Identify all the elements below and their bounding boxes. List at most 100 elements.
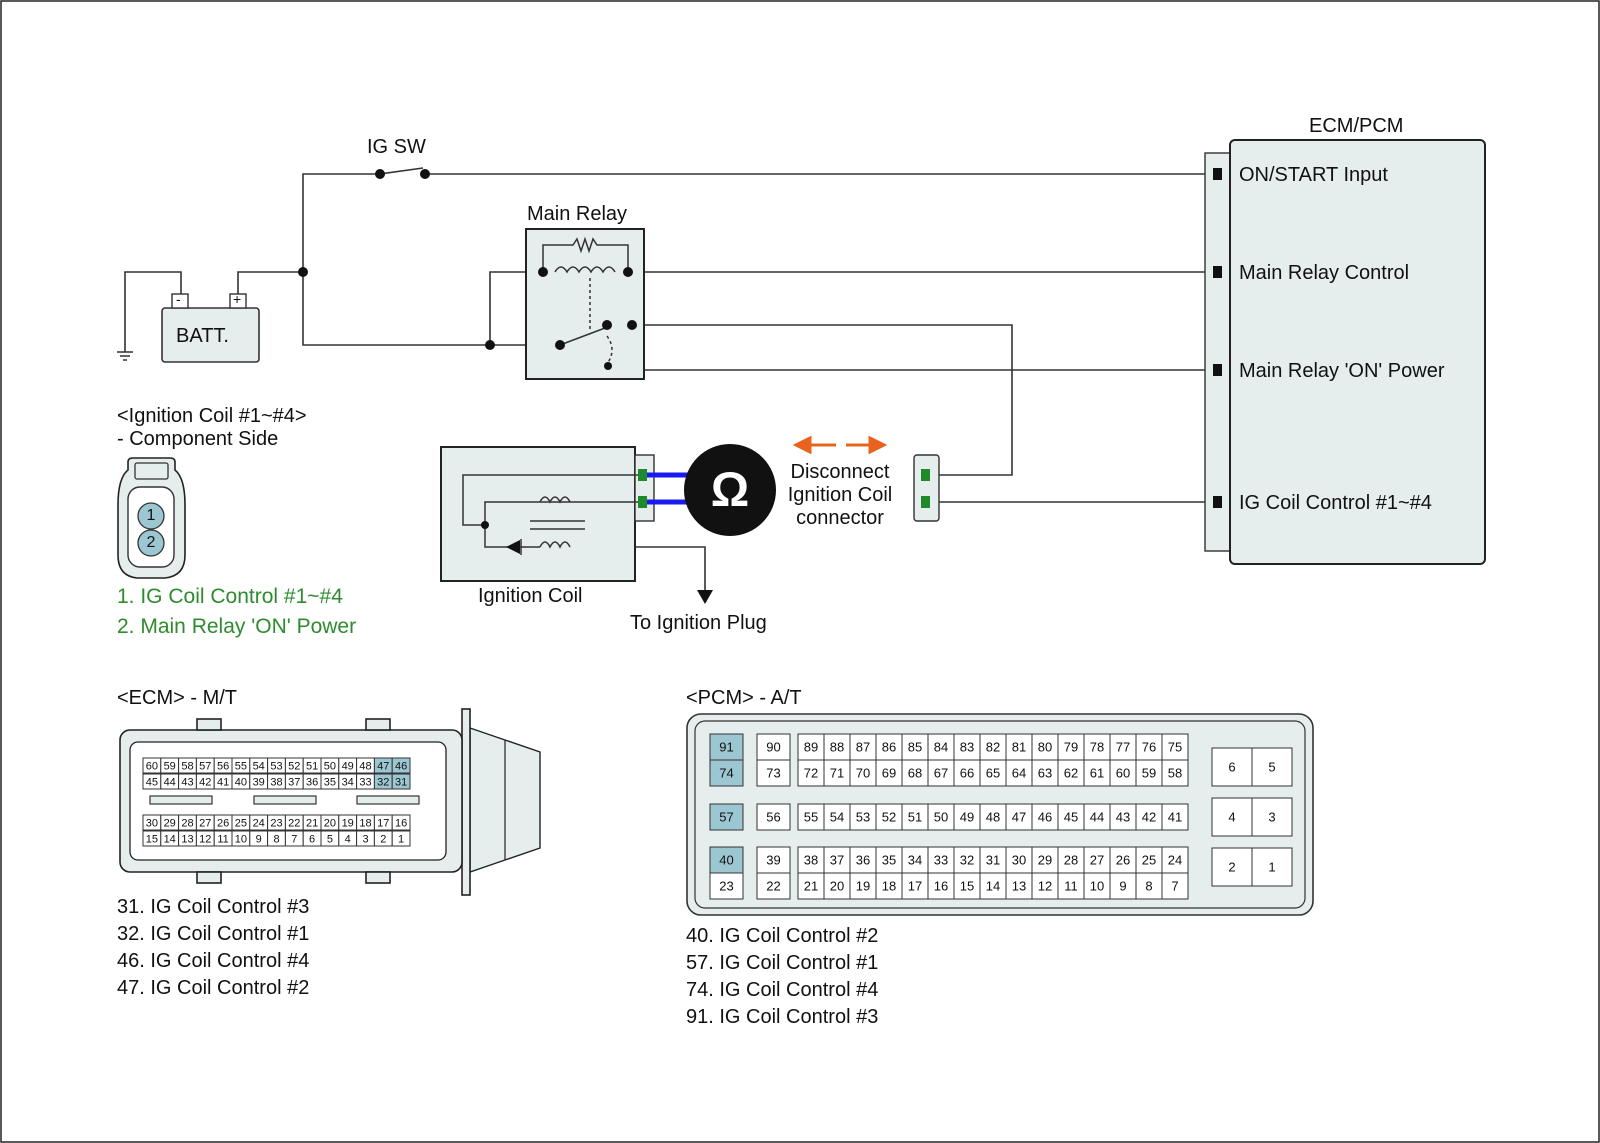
pin-number: 79 bbox=[1064, 740, 1078, 755]
ecm-terminal-main-relay-on-power: Main Relay 'ON' Power bbox=[1239, 360, 1445, 382]
pin-number: 3 bbox=[362, 833, 368, 845]
pcm-connector-inner bbox=[694, 720, 1306, 909]
relay-output-wire bbox=[632, 324, 1013, 476]
pin-number: 14 bbox=[164, 833, 176, 845]
pin-cell bbox=[1005, 733, 1033, 761]
pin-number: 62 bbox=[1064, 766, 1078, 781]
pin-number: 65 bbox=[986, 766, 1000, 781]
pin-cell bbox=[953, 872, 981, 900]
ecm-pin bbox=[1213, 496, 1222, 508]
pin-number: 48 bbox=[359, 760, 371, 772]
pin-number: 64 bbox=[1012, 766, 1026, 781]
pin-number: 40 bbox=[719, 853, 733, 868]
pin-number: 49 bbox=[960, 810, 974, 825]
pin-number: 46 bbox=[1038, 810, 1052, 825]
pin-number: 26 bbox=[217, 817, 229, 829]
pin-number: 84 bbox=[934, 740, 948, 755]
pin-cell bbox=[709, 759, 744, 787]
ecm-connector-title: <ECM> - M/T bbox=[117, 687, 238, 709]
ecm-connector-strip bbox=[1204, 152, 1231, 552]
battery-label: BATT. bbox=[176, 325, 229, 347]
pin-cell bbox=[797, 759, 825, 787]
pin-number: 11 bbox=[1064, 879, 1078, 894]
pin-number: 28 bbox=[181, 817, 193, 829]
pin-number: 38 bbox=[270, 776, 282, 788]
pin-number: 38 bbox=[804, 853, 818, 868]
pin-number: 63 bbox=[1038, 766, 1052, 781]
pin-number: 16 bbox=[934, 879, 948, 894]
pin-number: 5 bbox=[1268, 760, 1275, 775]
pin-number: 1 bbox=[1268, 860, 1275, 875]
pin-number: 66 bbox=[960, 766, 974, 781]
pin-number: 23 bbox=[270, 817, 282, 829]
ecm-pcm-box bbox=[1229, 139, 1486, 565]
pin-cell bbox=[756, 846, 791, 874]
pin-number: 19 bbox=[856, 879, 870, 894]
pin-number: 51 bbox=[908, 810, 922, 825]
pin-cell bbox=[1005, 759, 1033, 787]
pin-cell bbox=[709, 733, 744, 761]
pin-number: 29 bbox=[164, 817, 176, 829]
pin-number: 78 bbox=[1090, 740, 1104, 755]
ignition-coil-box bbox=[440, 446, 636, 582]
pin-number: 2 bbox=[1228, 860, 1235, 875]
pin-number: 6 bbox=[309, 833, 315, 845]
pin-number: 21 bbox=[804, 879, 818, 894]
ecm-terminal-on-start-input: ON/START Input bbox=[1239, 164, 1388, 186]
ecm-legend-1: 31. IG Coil Control #3 bbox=[117, 896, 310, 918]
pin-number: 58 bbox=[181, 760, 193, 772]
pin-number: 22 bbox=[766, 879, 780, 894]
pin-number: 8 bbox=[273, 833, 279, 845]
pin-cell bbox=[709, 803, 744, 831]
ig-sw-label: IG SW bbox=[367, 136, 426, 158]
pin-number: 29 bbox=[1038, 853, 1052, 868]
pin-cell bbox=[979, 759, 1007, 787]
ecm-pin bbox=[1213, 168, 1222, 180]
pin-number: 67 bbox=[934, 766, 948, 781]
pin-cell bbox=[1031, 759, 1059, 787]
pin-cell bbox=[953, 759, 981, 787]
pin-cell bbox=[979, 846, 1007, 874]
pin-cell bbox=[823, 803, 851, 831]
pin-number: 27 bbox=[199, 817, 211, 829]
pin-number: 42 bbox=[199, 776, 211, 788]
ig-sw-contact-b bbox=[420, 169, 430, 179]
pin-cell bbox=[1083, 846, 1111, 874]
pin-cell bbox=[927, 759, 955, 787]
pin-cell bbox=[709, 846, 744, 874]
pin-number: 59 bbox=[164, 760, 176, 772]
ecm-legend-4: 47. IG Coil Control #2 bbox=[117, 977, 310, 999]
main-relay-internals bbox=[542, 236, 629, 365]
disconnect-note-line1: Disconnect bbox=[790, 461, 890, 483]
ig-sw-left-wire bbox=[302, 173, 380, 272]
pin-number: 37 bbox=[830, 853, 844, 868]
pin-number: 27 bbox=[1090, 853, 1104, 868]
pcm-connector-title: <PCM> - A/T bbox=[686, 687, 802, 709]
pin-cell bbox=[1161, 733, 1189, 761]
relay-terminal bbox=[538, 267, 548, 277]
pin-number: 8 bbox=[1145, 879, 1152, 894]
pin-number: 87 bbox=[856, 740, 870, 755]
pin-cell bbox=[849, 872, 877, 900]
coil-legend-1: 1. IG Coil Control #1~#4 bbox=[117, 585, 343, 608]
relay-terminal bbox=[602, 320, 612, 330]
coil-pin-2 bbox=[137, 529, 165, 557]
pin-cell bbox=[1211, 797, 1253, 837]
pin-number: 18 bbox=[882, 879, 896, 894]
pin-cell bbox=[1083, 872, 1111, 900]
pin-number: 77 bbox=[1116, 740, 1130, 755]
pin-number: 13 bbox=[181, 833, 193, 845]
pin-number: 59 bbox=[1142, 766, 1156, 781]
pin-cell bbox=[875, 803, 903, 831]
pin-cell bbox=[1251, 747, 1293, 787]
pin-number: 47 bbox=[1012, 810, 1026, 825]
pin-number: 12 bbox=[199, 833, 211, 845]
pin-number: 9 bbox=[256, 833, 262, 845]
diode-symbol bbox=[506, 540, 520, 554]
pin-cell bbox=[391, 814, 411, 831]
pin-cell bbox=[391, 757, 411, 774]
pin-number: 4 bbox=[1228, 810, 1235, 825]
harness-connector bbox=[913, 454, 940, 522]
